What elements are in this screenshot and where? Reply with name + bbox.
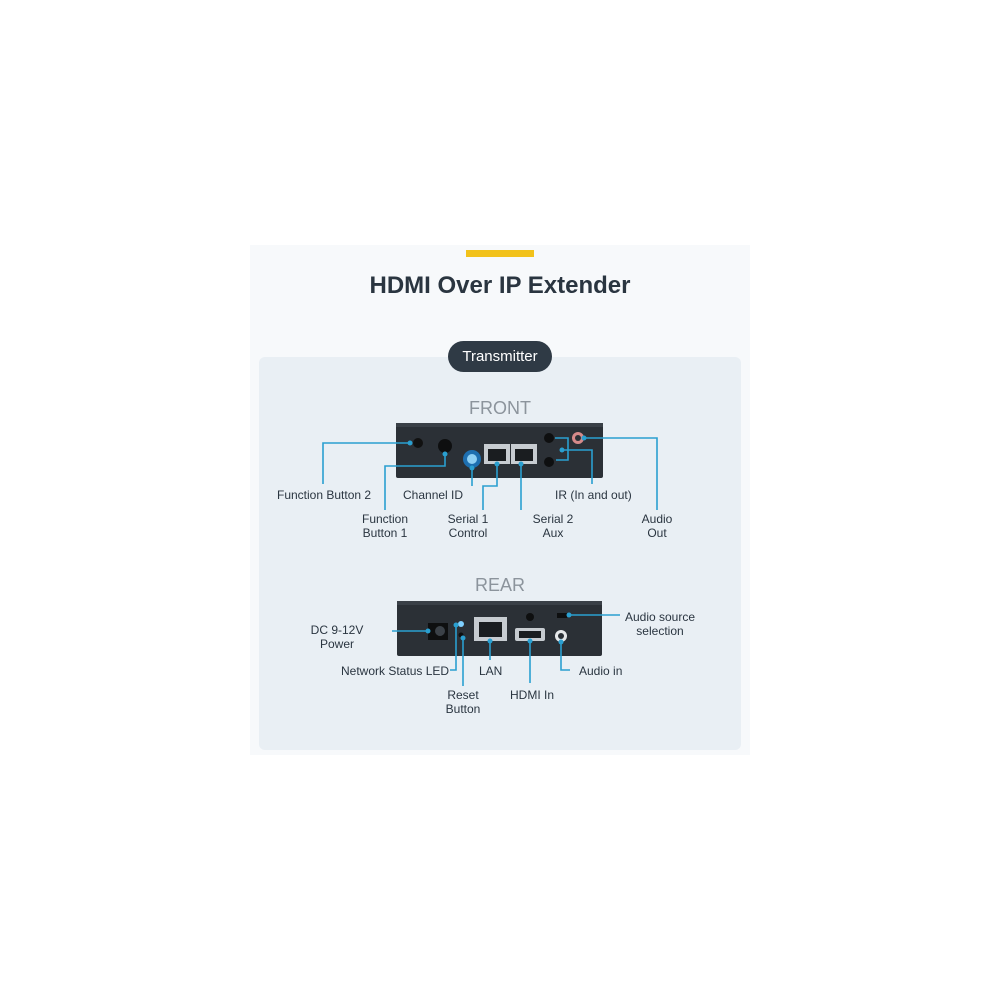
transmitter-badge: Transmitter	[448, 341, 552, 372]
ir-in-port	[544, 433, 554, 443]
function-button-1-port	[438, 439, 452, 453]
label-network-status-led: Network Status LED	[341, 664, 450, 678]
rear-leader-lines	[392, 614, 620, 686]
label-ir: IR (In and out)	[555, 488, 632, 502]
rear-heading: REAR	[474, 575, 525, 595]
ir-out-port	[544, 457, 554, 467]
label-hdmi-in: HDMI In	[510, 688, 555, 702]
front-device	[396, 423, 603, 478]
network-led	[458, 621, 464, 627]
front-leader-lines	[322, 437, 658, 510]
label-channel-id: Channel ID	[403, 488, 464, 502]
label-function-button-2: Function Button 2	[277, 488, 372, 502]
page-title: HDMI Over IP Extender	[369, 272, 631, 299]
rear-device	[397, 601, 602, 656]
diagram-panel	[259, 357, 741, 750]
accent-bar	[466, 250, 534, 257]
label-lan: LAN	[479, 664, 503, 678]
audio-source-switch	[557, 613, 567, 618]
label-audio-in: Audio in	[579, 664, 623, 678]
function-button-2-port	[413, 438, 423, 448]
front-heading: FRONT	[469, 398, 531, 418]
